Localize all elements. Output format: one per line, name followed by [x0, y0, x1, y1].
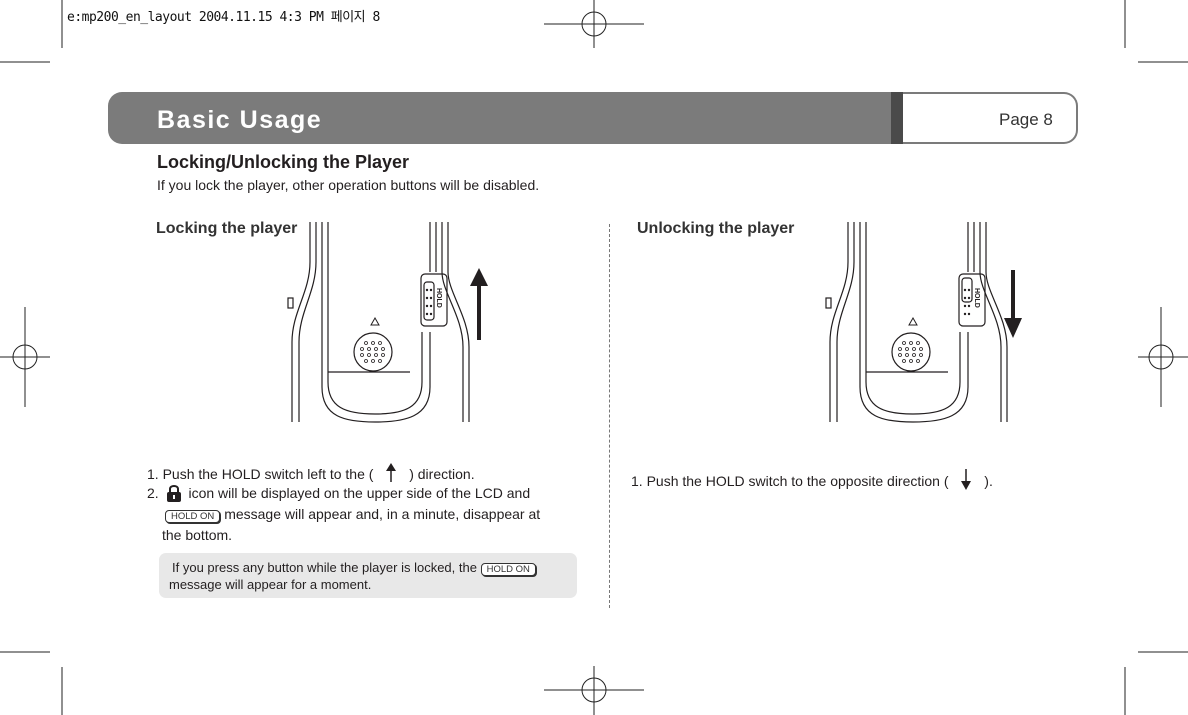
locking-step-2-cont-text: message will appear and, in a minute, di…	[224, 506, 541, 522]
unlocking-step-1-prefix: 1. Push the HOLD switch to the opposite …	[631, 473, 949, 489]
lock-icon	[166, 485, 181, 502]
locking-step-2-end: the bottom.	[162, 527, 233, 543]
device-illustration-locking: HOLD	[287, 222, 488, 423]
note-hold-on-badge: HOLD ON	[480, 563, 536, 576]
unlocking-heading: Unlocking the player	[637, 220, 795, 237]
locking-heading: Locking the player	[156, 220, 298, 237]
locking-step-1: 1. Push the HOLD switch left to the ( ) …	[147, 463, 475, 483]
locking-step-2-text: icon will be displayed on the upper side…	[188, 485, 531, 501]
note-line-1-text: If you press any button while the player…	[172, 560, 477, 575]
locking-step-1-prefix: 1. Push the HOLD switch left to the (	[147, 466, 374, 482]
header-bar	[108, 92, 1078, 144]
hold-switch-label-2: HOLD	[973, 288, 980, 308]
up-arrow-icon	[386, 463, 397, 482]
note-line-1: If you press any button while the player…	[172, 559, 536, 576]
down-arrow-icon	[961, 469, 972, 490]
locking-step-2-cont: HOLD ON message will appear and, in a mi…	[165, 506, 540, 523]
unlocking-step-1-suffix: ).	[984, 473, 993, 489]
unlocking-step-1: 1. Push the HOLD switch to the opposite …	[631, 469, 993, 491]
print-slug: e:mp200_en_layout 2004.11.15 4:3 PM 페이지 …	[67, 10, 380, 25]
hold-switch-label: HOLD	[435, 288, 442, 308]
page-title: Basic Usage	[157, 106, 323, 134]
up-arrow-icon	[470, 268, 488, 340]
note-line-2: message will appear for a moment.	[169, 577, 372, 592]
section-subtitle: If you lock the player, other operation …	[157, 177, 540, 193]
device-illustration-unlocking: HOLD	[825, 222, 1022, 423]
page-label-area	[903, 94, 1076, 142]
column-divider	[609, 224, 610, 608]
locking-step-2: 2. icon will be displayed on the upper s…	[147, 484, 530, 502]
down-arrow-icon	[1004, 270, 1022, 338]
section-title: Locking/Unlocking the Player	[157, 152, 410, 172]
page-number: Page 8	[999, 110, 1053, 129]
locking-step-2-number: 2.	[147, 485, 159, 501]
header-separator	[891, 92, 903, 144]
locking-step-1-suffix: ) direction.	[409, 466, 475, 482]
hold-on-badge: HOLD ON	[165, 510, 221, 523]
